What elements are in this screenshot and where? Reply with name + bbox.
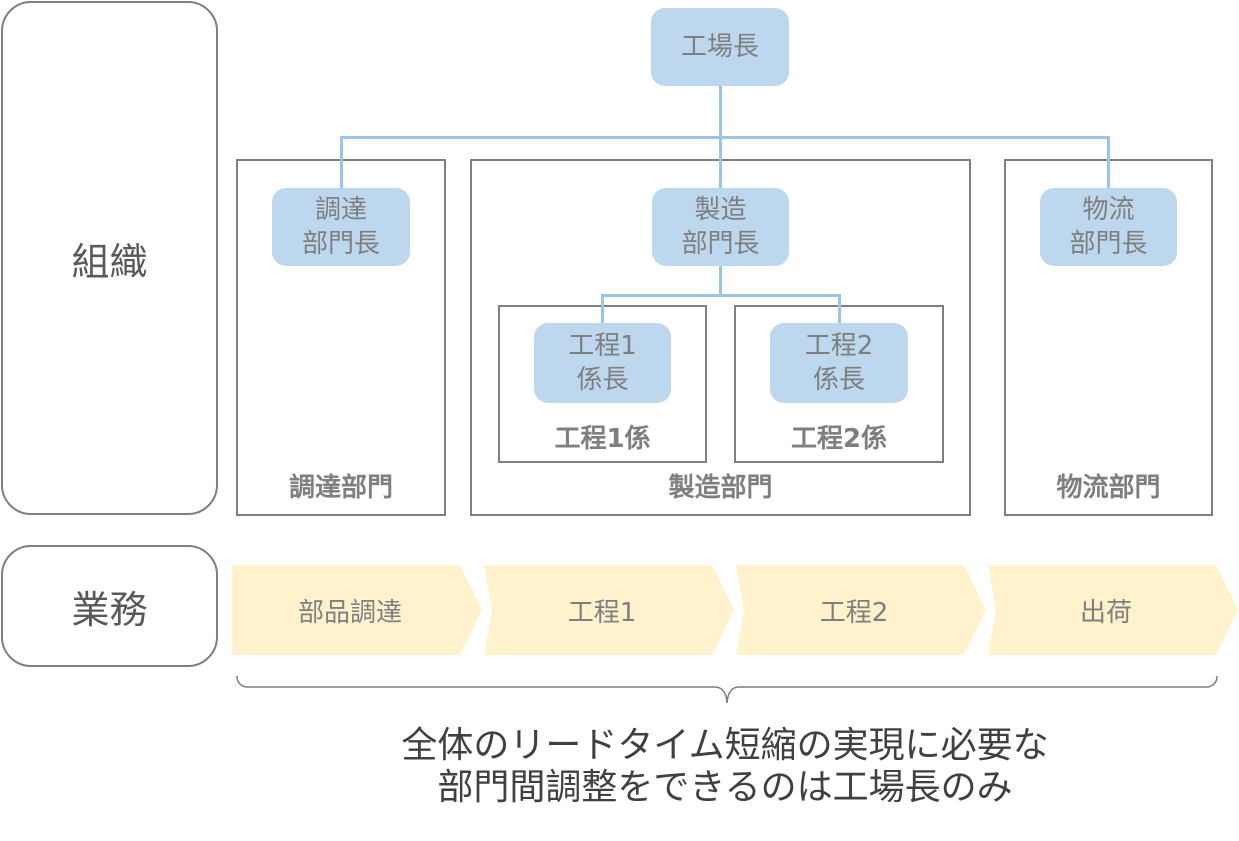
conclusion-line1: 全体のリードタイム短縮の実現に必要な <box>401 725 1049 766</box>
connector-section-bar <box>601 294 841 297</box>
process-step-label: 工程1 <box>567 597 637 628</box>
connector-section2-drop <box>838 294 841 324</box>
conclusion-line2: 部門間調整をできるのは工場長のみ <box>437 767 1013 808</box>
section2-chief-box: 工程2 係長 <box>770 323 908 403</box>
organization-label-text: 組織 <box>71 239 148 284</box>
operations-label: 業務 <box>1 545 218 667</box>
process-step-1: 工程1 <box>484 565 734 655</box>
operations-label-text: 業務 <box>71 587 148 632</box>
manufacturing-department-title: 製造部門 <box>668 473 773 503</box>
manufacturing-head-box: 製造 部門長 <box>652 188 789 266</box>
process-step-label: 部品調達 <box>297 597 402 628</box>
connector-department-bar <box>340 136 1110 139</box>
process-step-shipping: 出荷 <box>988 565 1238 655</box>
process-brace <box>236 675 1218 704</box>
plant-manager-box: 工場長 <box>651 8 789 86</box>
process-step-2: 工程2 <box>736 565 986 655</box>
connector-logistics-drop <box>1107 136 1110 189</box>
conclusion-text: 全体のリードタイム短縮の実現に必要な 部門間調整をできるのは工場長のみ <box>230 725 1220 809</box>
manufacturing-head-line2: 部門長 <box>681 229 760 259</box>
process-step-label: 工程2 <box>819 597 889 628</box>
procurement-department-frame: 調達部門 <box>236 159 446 516</box>
section1-chief-box: 工程1 係長 <box>534 323 671 403</box>
logistics-head-line2: 部門長 <box>1069 229 1148 259</box>
logistics-head-line1: 物流 <box>1082 195 1135 225</box>
connector-manufacturing-trunk <box>719 266 722 296</box>
section2-title: 工程2係 <box>790 424 888 454</box>
plant-manager-label: 工場長 <box>680 32 759 62</box>
section2-chief-line2: 係長 <box>812 365 865 395</box>
process-step-label: 出荷 <box>1079 597 1132 628</box>
logistics-department-title: 物流部門 <box>1056 473 1161 503</box>
process-step-procurement: 部品調達 <box>232 565 482 655</box>
section1-title: 工程1係 <box>554 424 651 454</box>
procurement-head-line2: 部門長 <box>301 229 380 259</box>
logistics-head-box: 物流 部門長 <box>1040 188 1177 266</box>
section1-chief-line1: 工程1 <box>568 331 637 361</box>
connector-procurement-drop <box>340 136 343 189</box>
procurement-head-line1: 調達 <box>314 195 367 225</box>
section2-chief-line1: 工程2 <box>804 331 874 361</box>
section1-chief-line2: 係長 <box>576 365 629 395</box>
procurement-head-box: 調達 部門長 <box>272 188 410 266</box>
connector-section1-drop <box>601 294 604 324</box>
organization-label: 組織 <box>1 1 218 515</box>
procurement-department-title: 調達部門 <box>288 473 393 503</box>
manufacturing-head-line1: 製造 <box>694 195 747 225</box>
